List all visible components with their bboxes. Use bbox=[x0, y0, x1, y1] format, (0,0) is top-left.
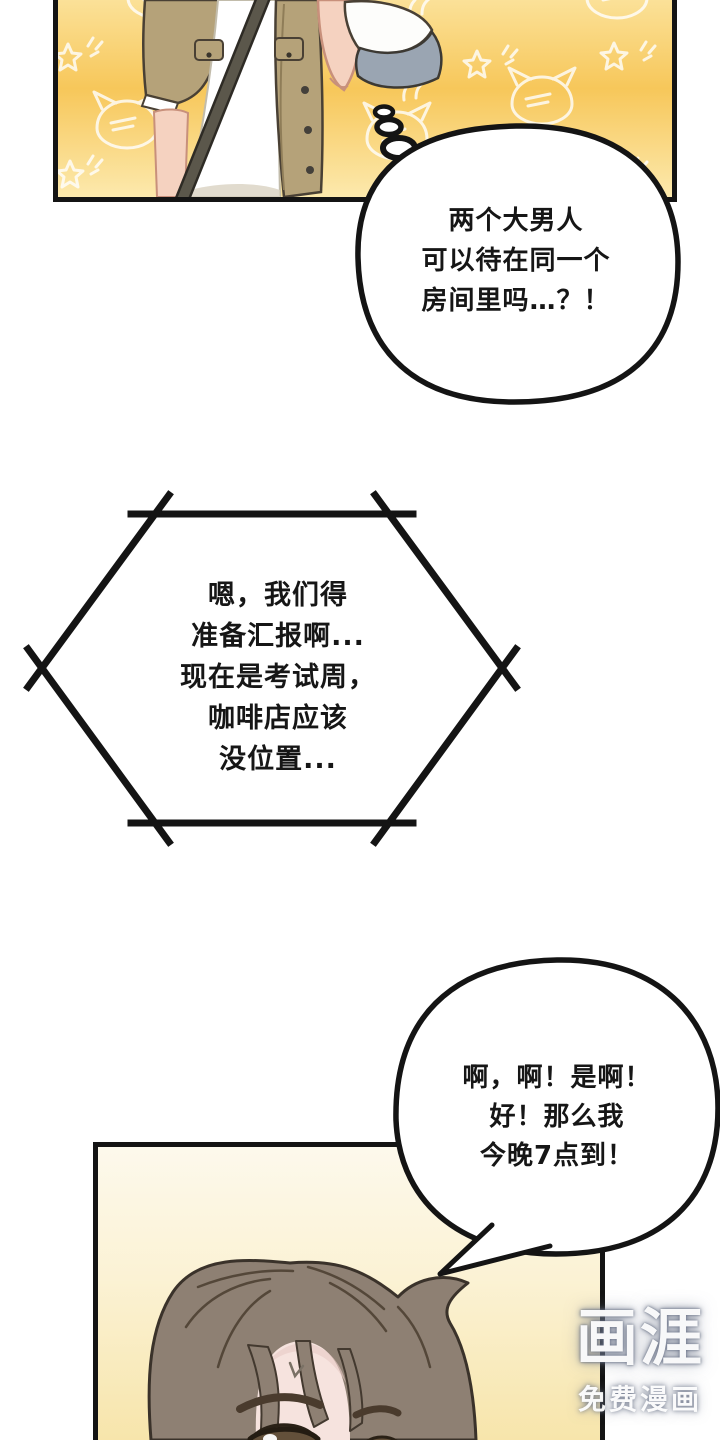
hand-line bbox=[329, 77, 349, 89]
panel-top-art bbox=[58, 0, 672, 197]
coat-fold-line bbox=[279, 3, 285, 191]
watermark: 画涯 免费漫画 bbox=[560, 1294, 720, 1418]
pocket-button bbox=[286, 52, 292, 58]
shirt-shadow bbox=[188, 184, 280, 197]
character-top-torso bbox=[140, 0, 443, 197]
sweat-mark-icon bbox=[288, 1361, 305, 1379]
character-bottom-head bbox=[147, 1259, 478, 1440]
bubble-line: 可以待在同一个 bbox=[421, 246, 611, 276]
coat-pocket bbox=[194, 39, 224, 61]
bag-strap bbox=[177, 0, 268, 197]
hair-strands bbox=[184, 1265, 432, 1369]
bubble-line: 嗯，我们得 bbox=[208, 580, 348, 611]
bubble-line: 咖啡店应该 bbox=[208, 703, 348, 734]
bubble-line: 两个大男人 bbox=[448, 206, 584, 236]
coat-pocket bbox=[274, 37, 304, 61]
coat-button bbox=[301, 86, 309, 94]
thought-bubble bbox=[355, 123, 681, 405]
forehead-shading bbox=[258, 1343, 346, 1383]
eye-highlight bbox=[263, 1434, 277, 1440]
pocket-button bbox=[206, 52, 212, 58]
thought-bubble-text: 两个大男人 可以待在同一个 房间里吗…？！ bbox=[376, 201, 656, 321]
bubble-line: 现在是考试周， bbox=[180, 662, 376, 693]
speech-bubble-tail bbox=[437, 1222, 553, 1277]
bag-body bbox=[355, 29, 443, 89]
hexagon-bubble-text: 嗯，我们得 准备汇报啊... 现在是考试周， 咖啡店应该 没位置... bbox=[97, 575, 459, 780]
watermark-subtitle: 免费漫画 bbox=[577, 1383, 702, 1416]
coat-button bbox=[306, 166, 314, 174]
eyelash-line bbox=[247, 1426, 321, 1440]
bubble-line: 今晚7点到！ bbox=[479, 1141, 635, 1171]
bubble-line: 没位置... bbox=[219, 744, 337, 775]
bubble-line: 准备汇报啊... bbox=[191, 621, 365, 652]
hexagon-bubble-fill bbox=[42, 514, 502, 823]
speech-bubble-text: 啊，啊！是啊！ 好！那么我 今晚7点到！ bbox=[412, 1059, 702, 1176]
hexagon-bubble bbox=[23, 490, 521, 847]
eyebrow-left bbox=[236, 1393, 324, 1413]
eye-right bbox=[366, 1435, 398, 1440]
bubble-line: 房间里吗…？！ bbox=[421, 286, 611, 316]
coat-button bbox=[304, 126, 312, 134]
panel-top bbox=[53, 0, 677, 202]
watermark-logo: 画涯 bbox=[575, 1301, 704, 1374]
bubble-line: 啊，啊！是啊！ bbox=[462, 1063, 652, 1093]
eyebrow-right bbox=[352, 1405, 402, 1419]
bubble-line: 好！那么我 bbox=[489, 1102, 625, 1132]
